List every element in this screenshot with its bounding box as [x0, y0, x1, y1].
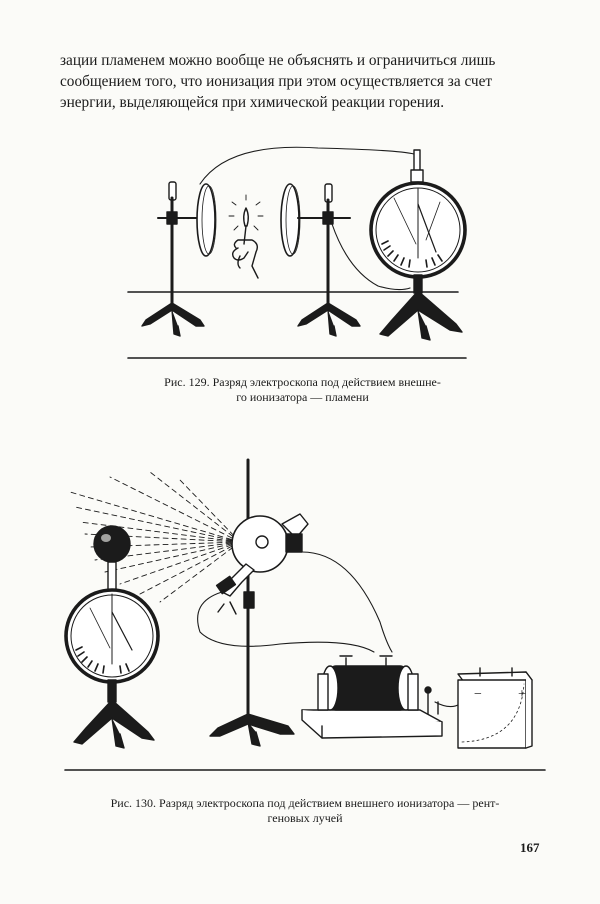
text-line-1: зации пламенем можно вообще не объяснять…	[60, 52, 496, 69]
candle-flame-hand	[228, 194, 264, 279]
xray-beam	[69, 471, 241, 603]
left-disc	[196, 183, 216, 257]
figure-130-caption-line-2: геновых лучей	[267, 811, 343, 825]
figure-129-caption: Рис. 129. Разряд электроскопа под действ…	[110, 375, 495, 405]
electroscope-with-ball	[64, 525, 160, 749]
xray-tube	[215, 513, 309, 615]
battery-wire	[434, 701, 461, 708]
battery: − +	[457, 667, 533, 749]
page-number: 167	[520, 840, 540, 855]
body-paragraph: зации пламенем можно вообще не объяснять…	[60, 50, 550, 113]
lower-wire	[331, 223, 411, 291]
figure-130-caption: Рис. 130. Разряд электроскопа под действ…	[55, 796, 555, 826]
text-line-3: энергии, выделяющейся при химической реа…	[60, 94, 445, 111]
tube-wire-1	[301, 551, 393, 653]
middle-stand	[297, 183, 361, 337]
svg-text:−: −	[474, 687, 482, 702]
text-line-2: сообщением того, что ионизация при этом …	[60, 73, 493, 90]
figure-129-illustration	[127, 146, 467, 359]
svg-text:+: +	[518, 687, 526, 702]
figure-129-caption-line-1: Рис. 129. Разряд электроскопа под действ…	[164, 375, 441, 389]
electroscope	[369, 149, 467, 341]
figure-130-illustration: − +	[64, 458, 546, 771]
connecting-wire	[199, 146, 420, 185]
tube-wire-2	[197, 591, 375, 653]
left-stand	[141, 181, 209, 337]
figure-130-caption-line-1: Рис. 130. Разряд электроскопа под действ…	[110, 796, 500, 810]
tube-stand	[209, 458, 295, 747]
induction-coil	[301, 655, 443, 739]
right-disc	[280, 183, 300, 257]
figure-129-caption-line-2: го ионизатора — пламени	[236, 390, 369, 404]
